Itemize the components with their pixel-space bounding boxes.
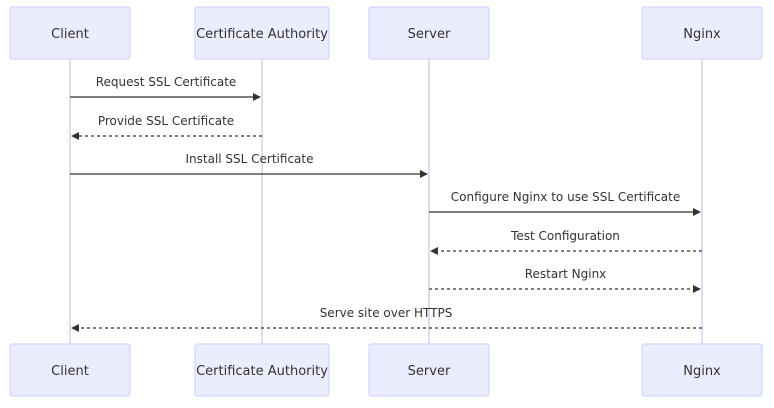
actor-label-client-top: Client: [51, 27, 89, 42]
arrowhead-icon: [253, 93, 261, 101]
message-label-configure-nginx-to-use-ssl-certificate: Configure Nginx to use SSL Certificate: [451, 190, 680, 204]
actor-label-nginx-bottom: Nginx: [683, 364, 721, 379]
actor-label-ca-top: Certificate Authority: [196, 27, 328, 42]
actor-label-server-top: Server: [408, 27, 451, 42]
message-1: Request SSL Certificate: [70, 75, 261, 101]
actor-nginx-bottom: Nginx: [641, 343, 763, 397]
message-label-request-ssl-certificate: Request SSL Certificate: [96, 75, 237, 89]
actor-label-client-bottom: Client: [51, 364, 89, 379]
message-7: Serve site over HTTPS: [71, 306, 702, 332]
actor-client-top: Client: [9, 6, 131, 60]
message-label-serve-site-over-https: Serve site over HTTPS: [320, 306, 453, 320]
message-2: Provide SSL Certificate: [71, 114, 262, 140]
actors-top: Client Certificate Authority Server Nginx: [9, 6, 763, 60]
message-label-restart-nginx: Restart Nginx: [525, 267, 607, 281]
actor-server-top: Server: [368, 6, 490, 60]
actor-box-ca-bottom: [194, 343, 330, 397]
arrowhead-icon: [693, 285, 701, 293]
message-4: Configure Nginx to use SSL Certificate: [429, 190, 701, 216]
arrowhead-icon: [420, 170, 428, 178]
actor-box-nginx-bottom: [641, 343, 763, 397]
actor-server-bottom: Server: [368, 343, 490, 397]
actor-box-server-top: [368, 6, 490, 60]
message-label-provide-ssl-certificate: Provide SSL Certificate: [98, 114, 234, 128]
arrowhead-icon: [430, 247, 438, 255]
actor-box-ca-top: [194, 6, 330, 60]
actor-ca-bottom: Certificate Authority: [194, 343, 330, 397]
message-6: Restart Nginx: [429, 267, 701, 293]
actor-ca-top: Certificate Authority: [194, 6, 330, 60]
actors-bottom: Client Certificate Authority Server Nginx: [9, 343, 763, 397]
message-label-install-ssl-certificate: Install SSL Certificate: [185, 152, 313, 166]
actor-label-server-bottom: Server: [408, 364, 451, 379]
actor-label-ca-bottom: Certificate Authority: [196, 364, 328, 379]
arrowhead-icon: [693, 208, 701, 216]
message-3: Install SSL Certificate: [70, 152, 428, 178]
actor-client-bottom: Client: [9, 343, 131, 397]
message-5: Test Configuration: [430, 229, 702, 255]
actor-box-client-top: [9, 6, 131, 60]
lifelines: [69, 59, 703, 344]
actor-nginx-top: Nginx: [641, 6, 763, 60]
actor-box-client-bottom: [9, 343, 131, 397]
arrowhead-icon: [71, 324, 79, 332]
actor-box-server-bottom: [368, 343, 490, 397]
actor-box-nginx-top: [641, 6, 763, 60]
arrowhead-icon: [71, 132, 79, 140]
actor-label-nginx-top: Nginx: [683, 27, 721, 42]
message-label-test-configuration: Test Configuration: [510, 229, 620, 243]
